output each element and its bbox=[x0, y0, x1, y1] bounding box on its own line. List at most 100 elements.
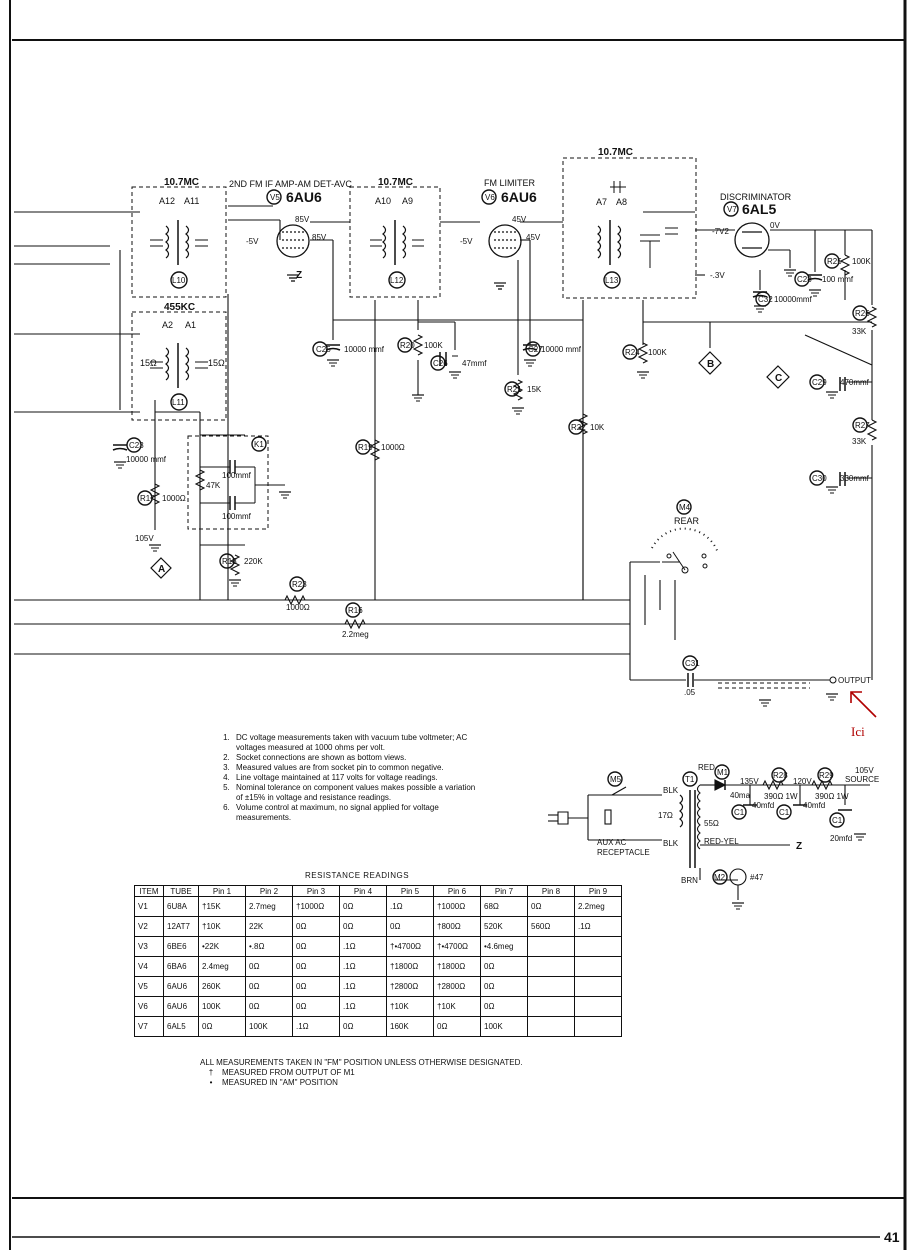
table-cell: 2.4meg bbox=[198, 956, 246, 977]
r21-ref: R21 bbox=[507, 385, 522, 394]
r19-value: 1000Ω bbox=[381, 443, 405, 452]
v6-ref: V6 bbox=[485, 193, 495, 202]
a10-label: A10 bbox=[375, 196, 391, 206]
c32-ref: C32 bbox=[758, 295, 773, 304]
a8-label: A8 bbox=[616, 197, 627, 207]
table-cell: †•4700Ω bbox=[433, 936, 481, 957]
page-frame bbox=[9, 0, 907, 1250]
r23-ref: R23 bbox=[292, 580, 307, 589]
ps-primary-ohms: 17Ω bbox=[658, 811, 673, 820]
table-cell: †2800Ω bbox=[433, 976, 481, 997]
tube-v5 bbox=[276, 224, 310, 282]
table-cell bbox=[527, 996, 575, 1017]
table-cell: †10K bbox=[386, 996, 434, 1017]
table-cell: 560Ω bbox=[527, 916, 575, 937]
table-cell: 0Ω bbox=[433, 1016, 481, 1037]
ps-secondary-ohms: 55Ω bbox=[704, 819, 719, 828]
note-item: Measured values are from socket pin to c… bbox=[232, 763, 482, 773]
v7-pin2-voltage: -7V2 bbox=[712, 227, 729, 236]
r19-ref: R19 bbox=[358, 443, 373, 452]
wiring bbox=[14, 205, 873, 681]
v7-pin7-voltage: -.3V bbox=[710, 271, 725, 280]
r26-value: 33K bbox=[852, 327, 867, 336]
c28-ref: C28 bbox=[797, 275, 812, 284]
ohm-15b-label: 15Ω bbox=[208, 358, 225, 368]
rotary-switch-m4 bbox=[651, 527, 719, 574]
r20-value: 100K bbox=[424, 341, 443, 350]
if2-freq-label: 10.7MC bbox=[378, 177, 413, 188]
table-cell: 6AU6 bbox=[163, 996, 199, 1017]
v6-type: 6AU6 bbox=[501, 189, 537, 205]
table-cell bbox=[574, 976, 622, 997]
m2-ref: M2 bbox=[714, 873, 726, 882]
ohm-15a-label: 15Ω bbox=[140, 358, 157, 368]
table-header-cell: Pin 5 bbox=[386, 885, 434, 897]
c30-value: 330mmf bbox=[840, 474, 870, 483]
c1b-ref: C1 bbox=[779, 808, 790, 817]
table-cell: 260K bbox=[198, 976, 246, 997]
footnote-dagger: †MEASURED FROM OUTPUT OF M1 bbox=[200, 1068, 523, 1078]
table-header-cell: TUBE bbox=[163, 885, 199, 897]
table-cell: 6BA6 bbox=[163, 956, 199, 977]
m4-desc: REAR bbox=[674, 516, 700, 526]
v6-pin5-voltage: 45V bbox=[512, 215, 527, 224]
c23-value: 10000 mmf bbox=[126, 455, 167, 464]
c26-value: 47mmf bbox=[462, 359, 487, 368]
r18-value: 220K bbox=[244, 557, 263, 566]
c29-value: 470mmf bbox=[840, 378, 870, 387]
v7-type: 6AL5 bbox=[742, 201, 776, 217]
table-cell: •22K bbox=[198, 936, 246, 957]
terminal-markers bbox=[150, 351, 790, 579]
r29-value: 390Ω 1W bbox=[815, 792, 849, 801]
table-cell: •.8Ω bbox=[245, 936, 293, 957]
c32-value: 10000mmf bbox=[774, 295, 813, 304]
page-number: 41 bbox=[884, 1229, 900, 1245]
a11-label: A11 bbox=[184, 196, 199, 206]
table-cell bbox=[574, 996, 622, 1017]
table-cell: 6AU6 bbox=[163, 976, 199, 997]
ici-annotation: Ici bbox=[851, 724, 865, 739]
table-cell: 100K bbox=[480, 1016, 528, 1037]
table-cell: †1800Ω bbox=[386, 956, 434, 977]
table-footnotes: ALL MEASUREMENTS TAKEN IN "FM" POSITION … bbox=[200, 1058, 523, 1088]
l12-label: L12 bbox=[390, 276, 404, 285]
table-cell: V7 bbox=[134, 1016, 164, 1037]
table-cell bbox=[574, 936, 622, 957]
v6-grid-voltage: -5V bbox=[460, 237, 473, 246]
ps-redyel-lead: RED-YEL bbox=[704, 837, 739, 846]
c31-ref: C31 bbox=[685, 659, 700, 668]
output-jack bbox=[829, 676, 837, 684]
table-cell: 0Ω bbox=[245, 996, 293, 1017]
ici-arrow bbox=[850, 691, 877, 718]
table-header-cell: Pin 8 bbox=[527, 885, 575, 897]
r26-ref: R26 bbox=[855, 309, 870, 318]
r16-value: 2.2meg bbox=[342, 630, 369, 639]
table-cell: 0Ω bbox=[292, 936, 340, 957]
v5-pin6-voltage: 85V bbox=[312, 233, 327, 242]
c31-value: .05 bbox=[684, 688, 696, 697]
table-cell: .1Ω bbox=[386, 896, 434, 917]
r27-ref: R27 bbox=[855, 421, 870, 430]
table-header-cell: ITEM bbox=[134, 885, 164, 897]
l11-label: L11 bbox=[172, 398, 185, 407]
table-cell bbox=[527, 936, 575, 957]
table-cell: V6 bbox=[134, 996, 164, 1017]
r23-value: 1000Ω bbox=[286, 603, 310, 612]
table-cell bbox=[574, 1016, 622, 1037]
output-label: OUTPUT bbox=[838, 676, 871, 685]
am-if-freq-label: 455KC bbox=[164, 302, 195, 313]
table-cell: V2 bbox=[134, 916, 164, 937]
m5-ref: M5 bbox=[610, 775, 622, 784]
table-cell: †10K bbox=[198, 916, 246, 937]
v5-pin5-voltage: 85V bbox=[295, 215, 310, 224]
c28-value: 100 mmf bbox=[822, 275, 854, 284]
table-header-cell: Pin 7 bbox=[480, 885, 528, 897]
ps-brn-lead: BRN bbox=[681, 876, 698, 885]
c26-ref: C26 bbox=[433, 359, 448, 368]
